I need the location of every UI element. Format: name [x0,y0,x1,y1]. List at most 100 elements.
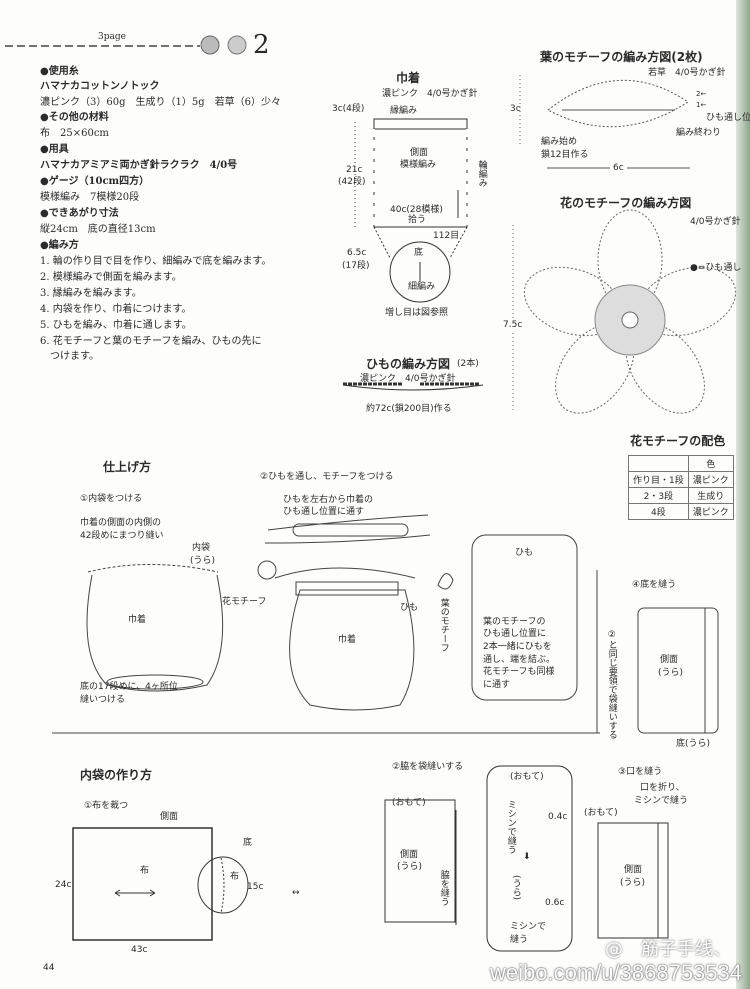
finishing-step4: ④底を縫う [632,580,677,590]
flower-motif-label: 花モチーフ [222,597,267,607]
inner-bag-title: 内袋の作り方 [80,768,153,782]
step1-note: 42段めにまつり縫い [80,531,164,541]
yarn-colors: 濃ピンク（3）60g 生成り（1）5g 若草（6）少々 [40,97,281,108]
tools-value: ハマナカアミアミ両かぎ針ラクラク 4/0号 [40,160,238,171]
machine-sew-label: ミシンで縫う [505,800,516,854]
grain-arrow-icon: ↔ [292,888,300,898]
omote-label: (おもて) [584,808,618,818]
size-heading: ●できあがり寸法 [40,208,119,219]
step: 5. ひもを編み、巾着に通します。 [40,320,192,331]
page-number: 44 [43,963,55,973]
other-value: 布 25×60cm [40,128,109,139]
callout-line: ひも通し位置に [483,629,547,639]
leaf-motif-label: 葉のモチーフ [438,598,449,652]
callout-line: に通す [483,680,511,690]
flower-cord-hole: ●=ひも通し [690,263,742,273]
cord-label: ひも [400,603,419,613]
step: 6. 花モチーフと葉のモチーフを編み、ひもの先に [40,336,262,347]
sew-label: 縫う [510,935,529,945]
flower-title: 花のモチーフの編み方図 [560,196,692,210]
cloth-label: 布 [230,872,240,882]
table-header: 色 [687,455,734,472]
tools-heading: ●用具 [40,144,69,155]
ura-label: (うら) [397,862,423,872]
down-arrow-icon: ⬇ [523,852,531,862]
leaf-row2: 2← [696,90,707,98]
table-row: 4段濃ピンク [628,503,734,520]
finishing-step1: ①内袋をつける [80,494,143,504]
step: 3. 縁編みを編みます。 [40,288,142,299]
height-label: 24c [55,880,72,890]
kinchaku-diagram [342,118,484,391]
seam-allowance: 0.6c [545,898,565,908]
cord-title: ひもの編み方図 [366,357,451,371]
cloth-label: 布 [140,866,150,876]
size-value: 縦24cm 底の直径13cm [40,224,156,235]
side-label: 側面 [624,865,643,875]
gauge-value: 模様編み 7模様20段 [40,192,140,203]
pickup: 40c(28模様) [390,205,443,215]
flower-yarn: 4/0号かぎ針 [690,217,741,227]
inner-bag-step2: ②脇を袋縫いする [392,762,464,772]
ura-label: (うら) [620,878,646,888]
button-icon [227,35,247,55]
watermark-handle: @ 筋子手线、 [605,939,731,960]
side-label: 側面 [400,850,419,860]
seam-allowance: 0.4c [548,812,568,822]
finishing-illustrations [52,514,719,734]
edge-label: 縁編み [390,106,418,116]
color-table-title: 花モチーフの配色 [630,434,726,448]
kinchaku-label: 巾着 [338,635,357,645]
yarn-name: ハマナカコットンノトック [40,81,160,92]
stitch-count: 112目 [433,231,460,241]
machine-sew-label: ミシンで [510,922,547,932]
step4-note: ②と同じ要領で袋縫いする [606,630,617,739]
round-label: 輪編み [476,160,487,187]
ura-label: (うら) [658,668,684,678]
bottom-label: 底 [414,248,424,258]
leaf-start: 編み始め [541,137,578,147]
step: 2. 模様編みで側面を編みます。 [40,272,182,283]
flower-size: 7.5c [503,320,523,331]
table-header [628,455,689,472]
bottom-stitch: 細編み [408,282,436,292]
omote-label: (おもて) [510,772,544,782]
edge-height: 3c(4段) [332,104,365,114]
side-label: 側面 [160,812,179,822]
inner-bag-label: 内袋 [192,543,211,553]
leaf-cord-hole: ひも通し位置 [706,113,750,123]
cord-note: 約72c(鎖200目)作る [366,404,452,414]
step2-note: ひもを左右から巾着の [283,495,374,505]
step2-note: ひも通し位置に通す [283,507,365,517]
inner-bag-step3: ③口を縫う [618,767,663,777]
callout-line: 葉のモチーフの [483,617,546,627]
inner-bag-illustrations [72,765,669,952]
callout-line: 花モチーフも同様 [483,667,555,677]
omote-label: (おもて) [392,798,426,808]
table-row: 2・3段生成り [628,487,734,504]
flower-chart [512,209,737,414]
callout-line: 通し、端を結ぶ。 [483,655,556,665]
bottom-ura-label: 底(うら) [676,739,711,749]
kinchaku-label: 巾着 [128,615,147,625]
table-cell: 生成り [687,487,734,504]
button-icon [200,35,220,55]
increase-note: 増し目は図参照 [385,308,449,318]
ura-label: (うら) [190,556,216,566]
bottom-rows: (17段) [342,261,370,271]
side-height: 21c [346,165,363,175]
kinchaku-title: 巾着 [396,71,421,85]
leaf-width: 6c [610,163,627,174]
table-cell: 4段 [628,503,689,520]
inner-bag-step1: ①布を裁つ [84,801,129,811]
callout-cord-label: ひも [515,548,534,558]
watermark-url: weibo.com/u/3868753534 [490,960,742,985]
table-cell: 濃ピンク [687,503,734,520]
table-row: 作り目・1段濃ピンク [628,471,734,488]
color-table: 色 作り目・1段濃ピンク 2・3段生成り 4段濃ピンク [628,455,734,520]
diameter-label: 15c [247,882,264,892]
method-heading: ●編み方 [40,240,79,251]
finishing-title: 仕上げ方 [103,460,152,474]
book-spine-shadow [736,0,750,989]
